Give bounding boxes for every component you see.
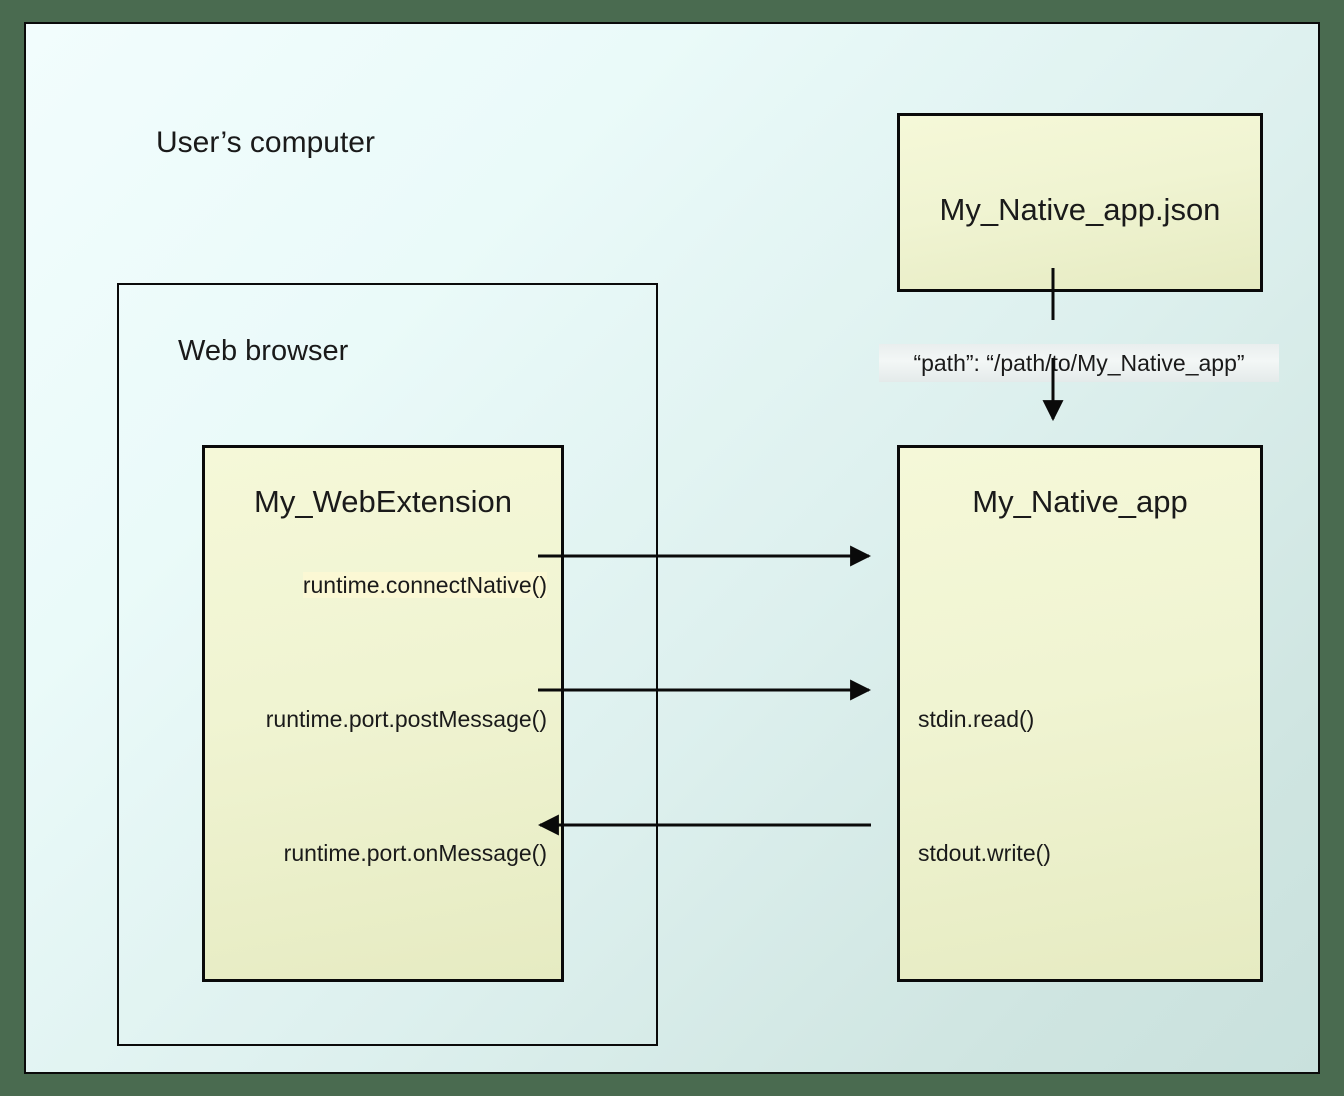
manifest-path-annotation: “path”: “/path/to/My_Native_app” bbox=[879, 344, 1279, 382]
native-app-title: My_Native_app bbox=[972, 484, 1188, 519]
native-app-box: My_Native_app stdin.read() stdout.write(… bbox=[897, 445, 1263, 982]
api-call-stdin-read: stdin.read() bbox=[918, 706, 1035, 732]
web-extension-box: My_WebExtension runtime.connectNative() … bbox=[202, 445, 564, 982]
manifest-path-text: “path”: “/path/to/My_Native_app” bbox=[913, 349, 1245, 376]
api-call-stdout-write: stdout.write() bbox=[918, 840, 1051, 866]
manifest-json-title: My_Native_app.json bbox=[939, 192, 1221, 227]
api-call-post-message: runtime.port.postMessage() bbox=[265, 706, 547, 732]
api-call-connect-native: runtime.connectNative() bbox=[302, 572, 547, 599]
web-browser-label: Web browser bbox=[178, 335, 349, 367]
manifest-json-box: My_Native_app.json bbox=[897, 113, 1263, 292]
api-call-connect-native-text: runtime.connectNative() bbox=[302, 572, 547, 598]
diagram-canvas: User’s computer Web browser My_Native_ap… bbox=[24, 22, 1320, 1074]
web-extension-title: My_WebExtension bbox=[254, 484, 512, 519]
api-call-on-message: runtime.port.onMessage() bbox=[283, 840, 547, 866]
users-computer-label: User’s computer bbox=[156, 126, 375, 159]
web-browser-container bbox=[117, 283, 658, 1046]
